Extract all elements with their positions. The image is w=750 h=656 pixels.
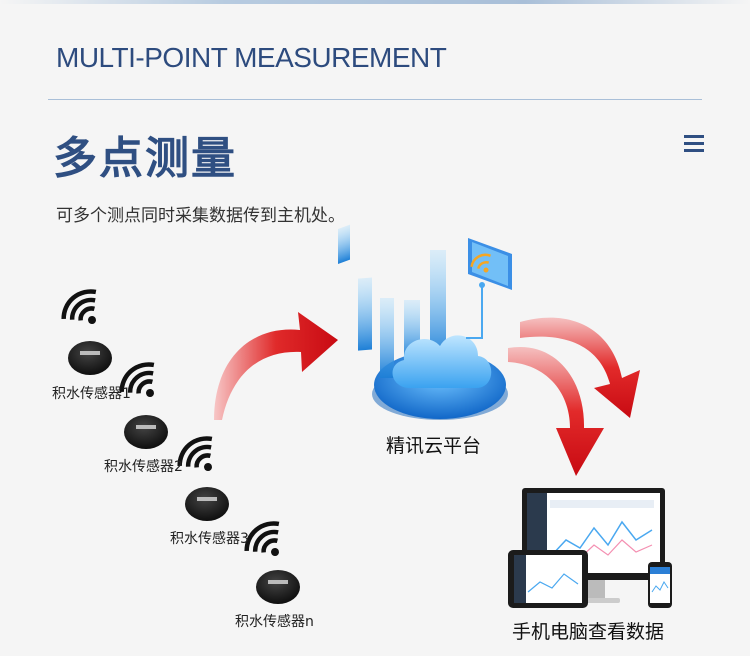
- devices-label: 手机电脑查看数据: [512, 621, 665, 643]
- sensor-label-3: 积水传感器3: [170, 531, 249, 547]
- phone-icon: [648, 562, 672, 608]
- wifi-icon: [244, 521, 280, 556]
- sensor-label-2: 积水传感器2: [104, 459, 183, 475]
- english-title: MULTI-POINT MEASUREMENT: [56, 42, 447, 73]
- title-divider: [48, 99, 702, 100]
- sensor-1: [61, 289, 112, 375]
- cloud-icon: [338, 224, 512, 420]
- arrow-icon: [508, 317, 640, 476]
- sensor-label-1: 积水传感器1: [52, 386, 131, 402]
- sensor-label-n: 积水传感器n: [235, 614, 314, 630]
- sensor-n: [244, 521, 300, 604]
- wifi-icon: [61, 289, 97, 324]
- page-subtitle: 可多个测点同时采集数据传到主机处。: [56, 206, 345, 226]
- arrow-icon: [214, 312, 338, 420]
- sensor-icon: [256, 570, 300, 604]
- menu-icon[interactable]: [684, 135, 704, 153]
- tablet-icon: [508, 550, 588, 608]
- wifi-icon: [119, 362, 155, 397]
- top-accent-line: [0, 0, 750, 4]
- sensor-icon: [185, 487, 229, 521]
- wifi-icon: [177, 436, 213, 471]
- cloud-platform-label: 精讯云平台: [386, 435, 482, 457]
- page-title: 多点测量: [53, 133, 237, 184]
- sensor-icon: [124, 415, 168, 449]
- sensor-icon: [68, 341, 112, 375]
- sensor-2: [119, 362, 168, 449]
- sensor-3: [177, 436, 229, 521]
